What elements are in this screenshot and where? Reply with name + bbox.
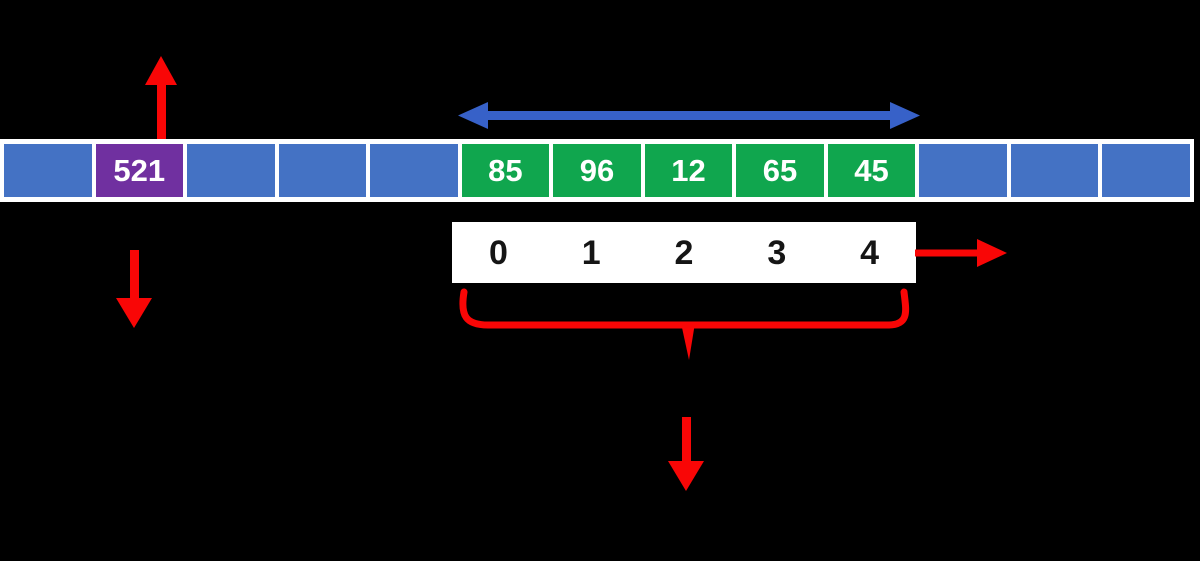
span-double-arrow-icon (458, 102, 920, 129)
index-cell: 0 (488, 233, 508, 272)
array-cell: 96 (553, 144, 641, 197)
red-down-arrow-left-icon (116, 250, 152, 328)
array-cell (4, 144, 92, 197)
array-cell: 12 (644, 144, 733, 197)
array-cell: 45 (827, 144, 916, 197)
array-cell (370, 144, 458, 197)
red-down-arrow-center-icon (668, 417, 704, 491)
red-underbrace-icon (459, 288, 910, 360)
array-cell (1010, 144, 1099, 197)
index-cell: 2 (674, 233, 694, 272)
array-cell (278, 144, 367, 197)
array-cell: 65 (736, 144, 824, 197)
index-cell: 3 (767, 233, 787, 272)
array-cell (187, 144, 275, 197)
array-cell: 521 (95, 144, 184, 197)
array-cell: 85 (461, 144, 550, 197)
array-cell (1102, 144, 1190, 197)
red-right-arrow-icon (915, 239, 1007, 267)
index-cell: 4 (860, 233, 880, 272)
index-strip: 0 1 2 3 4 (452, 222, 916, 283)
index-cell: 1 (581, 233, 601, 272)
array-cell (919, 144, 1007, 197)
red-up-arrow-icon (145, 56, 177, 142)
